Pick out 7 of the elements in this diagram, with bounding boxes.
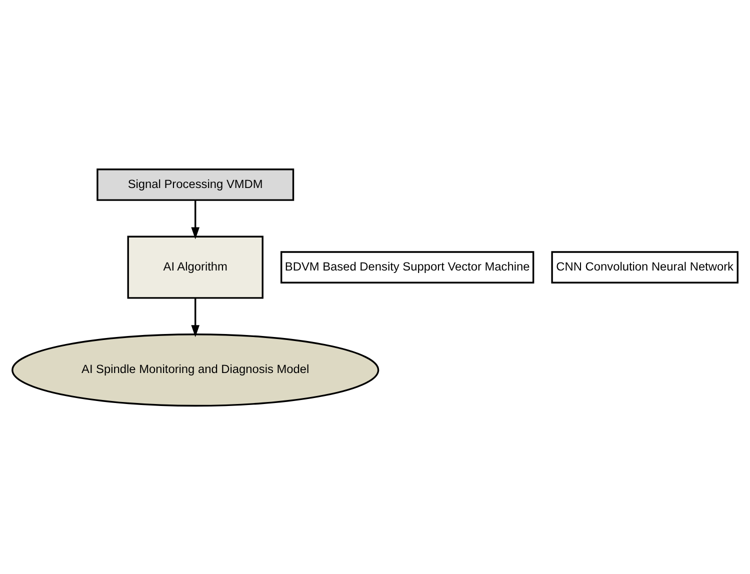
node-box: BDVM Based Density Support Vector Machine xyxy=(280,250,534,283)
node-box: CNN Convolution Neural Network xyxy=(551,250,738,283)
arrow xyxy=(191,298,200,337)
node-box: AI Algorithm xyxy=(127,235,264,298)
node-box: Signal Processing VMDM xyxy=(96,168,294,200)
arrow xyxy=(191,200,200,239)
node-ellipse: AI Spindle Monitoring and Diagnosis Model xyxy=(12,333,380,406)
